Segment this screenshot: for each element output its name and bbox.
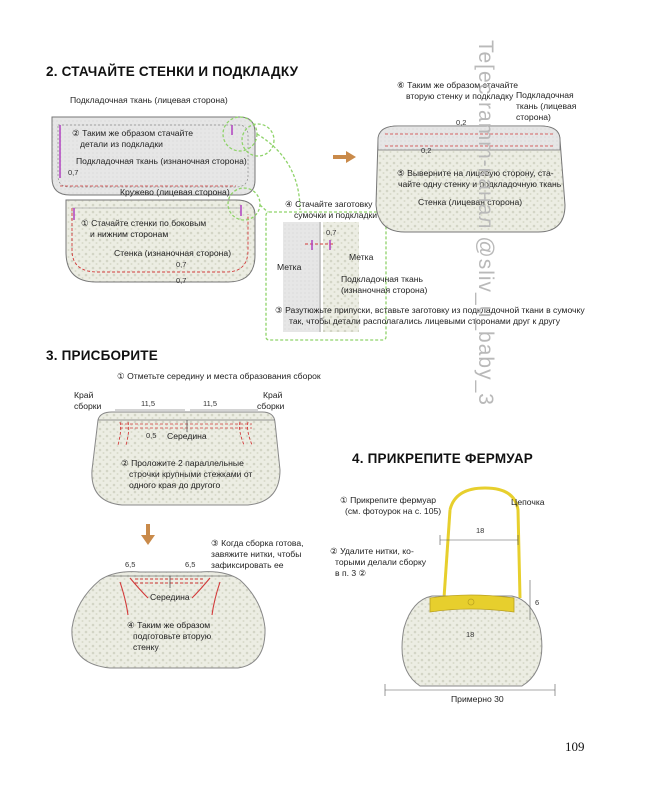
edge-right-1: Край — [263, 390, 283, 400]
lace-label: Кружево (лицевая сторона) — [120, 187, 230, 197]
middle-label-2: Середина — [150, 592, 190, 602]
step3-line1: ③ Разутюжьте припуски, вставьте заготовк… — [275, 305, 585, 315]
edge-left-2: сборки — [74, 401, 102, 411]
lining-face-r1: Подкладочная — [516, 90, 574, 100]
section-3-title: 3. ПРИСБОРИТЕ — [46, 348, 158, 363]
gather-bag-diagram-1 — [91, 409, 281, 506]
dim-115-b: 11,5 — [203, 399, 218, 408]
gather-step2-3: одного края до другого — [129, 480, 221, 490]
dim-05: 0,5 — [146, 431, 157, 440]
step2-line2: детали из подкладки — [80, 139, 163, 149]
gather-step2-1: ② Проложите 2 параллельные — [121, 458, 244, 468]
lining-back-detail-2: (изнаночная сторона) — [341, 285, 428, 295]
right-arrow — [333, 151, 356, 163]
gather-step4-1: ④ Таким же образом — [127, 620, 211, 630]
step4-line2: сумочки и подкладки — [294, 210, 378, 220]
dim-115-a: 11,5 — [141, 399, 156, 408]
step6-line1: ⑥ Таким же образом стачайте — [397, 80, 518, 90]
mark-left: Метка — [277, 262, 302, 272]
step1-line1: ① Стачайте стенки по боковым — [81, 218, 207, 228]
gather-step4-2: подготовьте вторую — [133, 631, 212, 641]
sewn-bag-diagram — [375, 125, 566, 233]
frame-step1-1: ① Прикрепите фермуар — [340, 495, 437, 505]
step6-line2: вторую стенку и подкладку — [406, 91, 514, 101]
page-number: 109 — [565, 739, 585, 754]
frame-step2-2: торыми делали сборку — [335, 557, 427, 567]
margin-02-b: 0,2 — [421, 146, 432, 155]
step1-line2: и нижним сторонам — [90, 229, 169, 239]
lining-face-label: Подкладочная ткань (лицевая сторона) — [70, 95, 228, 105]
down-arrow — [141, 524, 155, 545]
margin-07-a: 0,7 — [68, 168, 79, 177]
lining-back-detail-1: Подкладочная ткань — [341, 274, 423, 284]
gather-step1: ① Отметьте середину и места образования … — [117, 371, 321, 381]
lining-piece-diagram — [51, 116, 256, 196]
margin-02-a: 0,2 — [456, 118, 467, 127]
dim-18-b: 18 — [466, 630, 475, 639]
gather-step4-3: стенку — [133, 642, 159, 652]
frame-step2-3: в п. 3 ② — [335, 568, 367, 578]
gather-step3-2: завяжите нитки, чтобы — [211, 549, 302, 559]
approx-30-label: Примерно 30 — [451, 694, 504, 704]
chain-label: Цепочка — [511, 497, 545, 507]
dim-18-a: 18 — [476, 526, 485, 535]
dim-6: 6 — [535, 598, 540, 607]
wall-back-label: Стенка (изнаночная сторона) — [114, 248, 232, 258]
edge-right-2: сборки — [257, 401, 285, 411]
step4-line1: ④ Стачайте заготовку — [285, 199, 373, 209]
frame-step1-2: (см. фотоурок на с. 105) — [345, 506, 442, 516]
margin-07-c: 0,7 — [176, 276, 187, 285]
frame-step2-1: ② Удалите нитки, ко- — [330, 546, 414, 556]
step2-line1: ② Таким же образом стачайте — [72, 128, 193, 138]
section-2-title: 2. СТАЧАЙТЕ СТЕНКИ И ПОДКЛАДКУ — [46, 64, 299, 79]
seam-detail-panel — [265, 211, 387, 341]
margin-07-d: 0,7 — [326, 228, 337, 237]
middle-label-1: Середина — [167, 431, 207, 441]
gather-step2-2: строчки крупными стежками от — [129, 469, 253, 479]
dim-65-a: 6,5 — [125, 560, 136, 569]
edge-left-1: Край — [74, 390, 94, 400]
mark-right: Метка — [349, 252, 374, 262]
section-4-title: 4. ПРИКРЕПИТЕ ФЕРМУАР — [352, 451, 534, 466]
gather-step3-1: ③ Когда сборка готова, — [211, 538, 304, 548]
watermark: Te[ec ramm-канал @sliv_u_baby_3 — [474, 40, 497, 406]
gather-step3-3: зафиксировать ее — [211, 560, 284, 570]
margin-07-b: 0,7 — [176, 260, 187, 269]
lining-back-label: Подкладочная ткань (изнаночная сторона) — [76, 156, 247, 166]
lining-face-r3: сторона) — [516, 112, 551, 122]
wall-piece-diagram — [65, 199, 256, 283]
dim-65-b: 6,5 — [185, 560, 196, 569]
step3-line2: так, чтобы детали располагались лицевыми… — [289, 316, 561, 326]
lining-face-r2: ткань (лицевая — [516, 101, 577, 111]
step5-line1: ⑤ Выверните на лицевую сторону, ста- — [397, 168, 554, 178]
gather-bag-diagram-2 — [71, 571, 266, 669]
wall-face-label: Стенка (лицевая сторона) — [418, 197, 523, 207]
finished-bag-diagram — [384, 486, 556, 696]
step5-line2: чайте одну стенку и подкладочную ткань — [398, 179, 562, 189]
